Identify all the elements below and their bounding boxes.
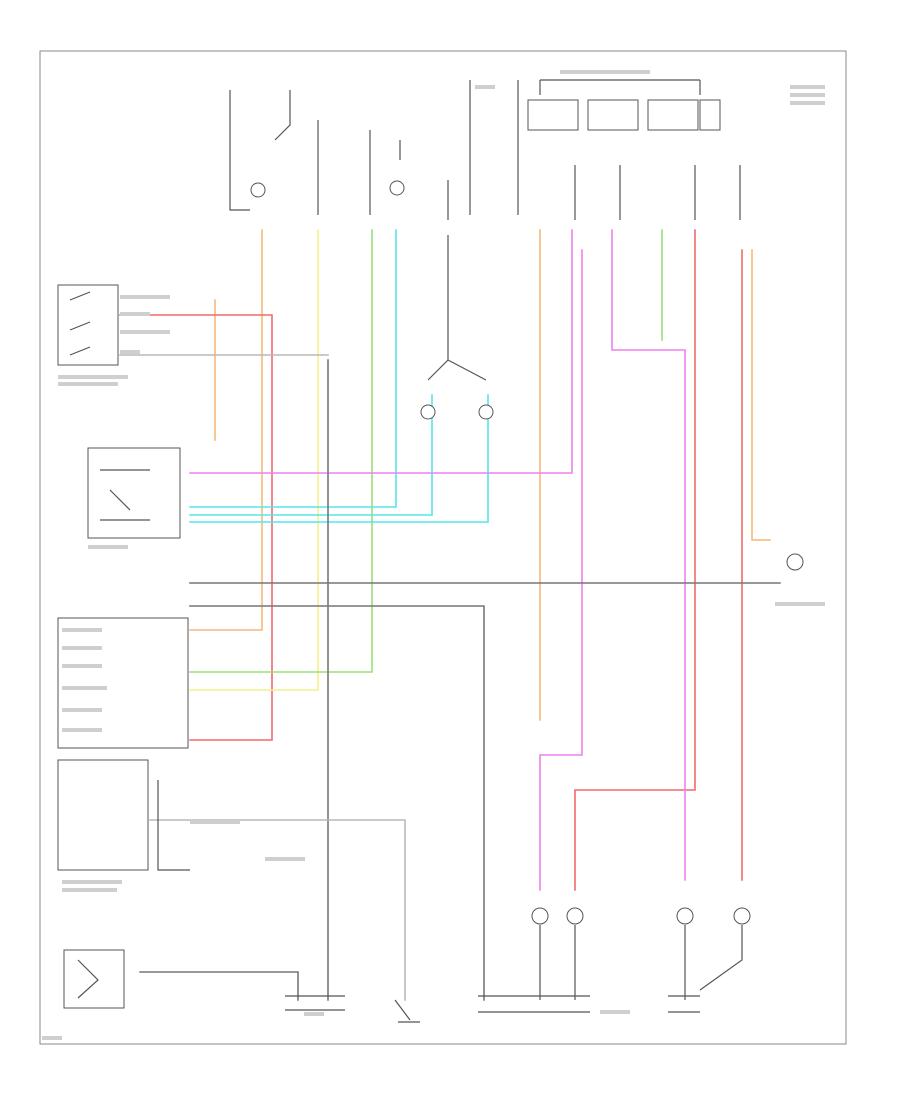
lamp-icon (733, 907, 751, 925)
diagram-frame (39, 50, 847, 1045)
relay-box-2 (587, 99, 639, 131)
wire-green-left (189, 229, 373, 673)
switch-module-top-left (57, 284, 119, 366)
wire-orange-right (751, 249, 771, 541)
wire-cyan-mid (189, 394, 433, 516)
ignition-switch (63, 949, 125, 1009)
label-marks (42, 70, 825, 1040)
relay-module-left (87, 447, 181, 539)
relay-box-4 (699, 99, 721, 131)
ground-connectors (285, 995, 700, 1023)
wire-orange-left (189, 229, 263, 631)
lamp-icon (478, 404, 494, 420)
wire-cyan-lower (189, 394, 489, 523)
wire-yellow (189, 229, 319, 691)
lamp-icon (786, 553, 804, 571)
relay-box-3 (647, 99, 699, 131)
relay-box-1 (527, 99, 579, 131)
wire-magenta-right (611, 229, 686, 881)
fuse-indicator-icon (389, 180, 405, 196)
relay-coil-icon (250, 182, 266, 198)
wire-black-ignition (139, 971, 299, 1001)
wire-magenta-lamp (539, 249, 583, 891)
lamp-icon (531, 907, 549, 925)
control-module-left (57, 617, 190, 871)
fuse-relay-block-top (229, 79, 741, 220)
wire-red-left (119, 314, 273, 741)
wire-red-right (574, 229, 696, 891)
wire-magenta-upper (189, 229, 573, 474)
lamp-icon (566, 907, 584, 925)
lamp-icon (676, 907, 694, 925)
wire-black-drop (189, 605, 485, 1001)
wire-harness (119, 229, 781, 1001)
wire-cyan-upper (189, 229, 397, 508)
lamps (420, 235, 804, 1000)
lamp-icon (420, 404, 436, 420)
wire-gray-bottom (149, 819, 406, 1001)
